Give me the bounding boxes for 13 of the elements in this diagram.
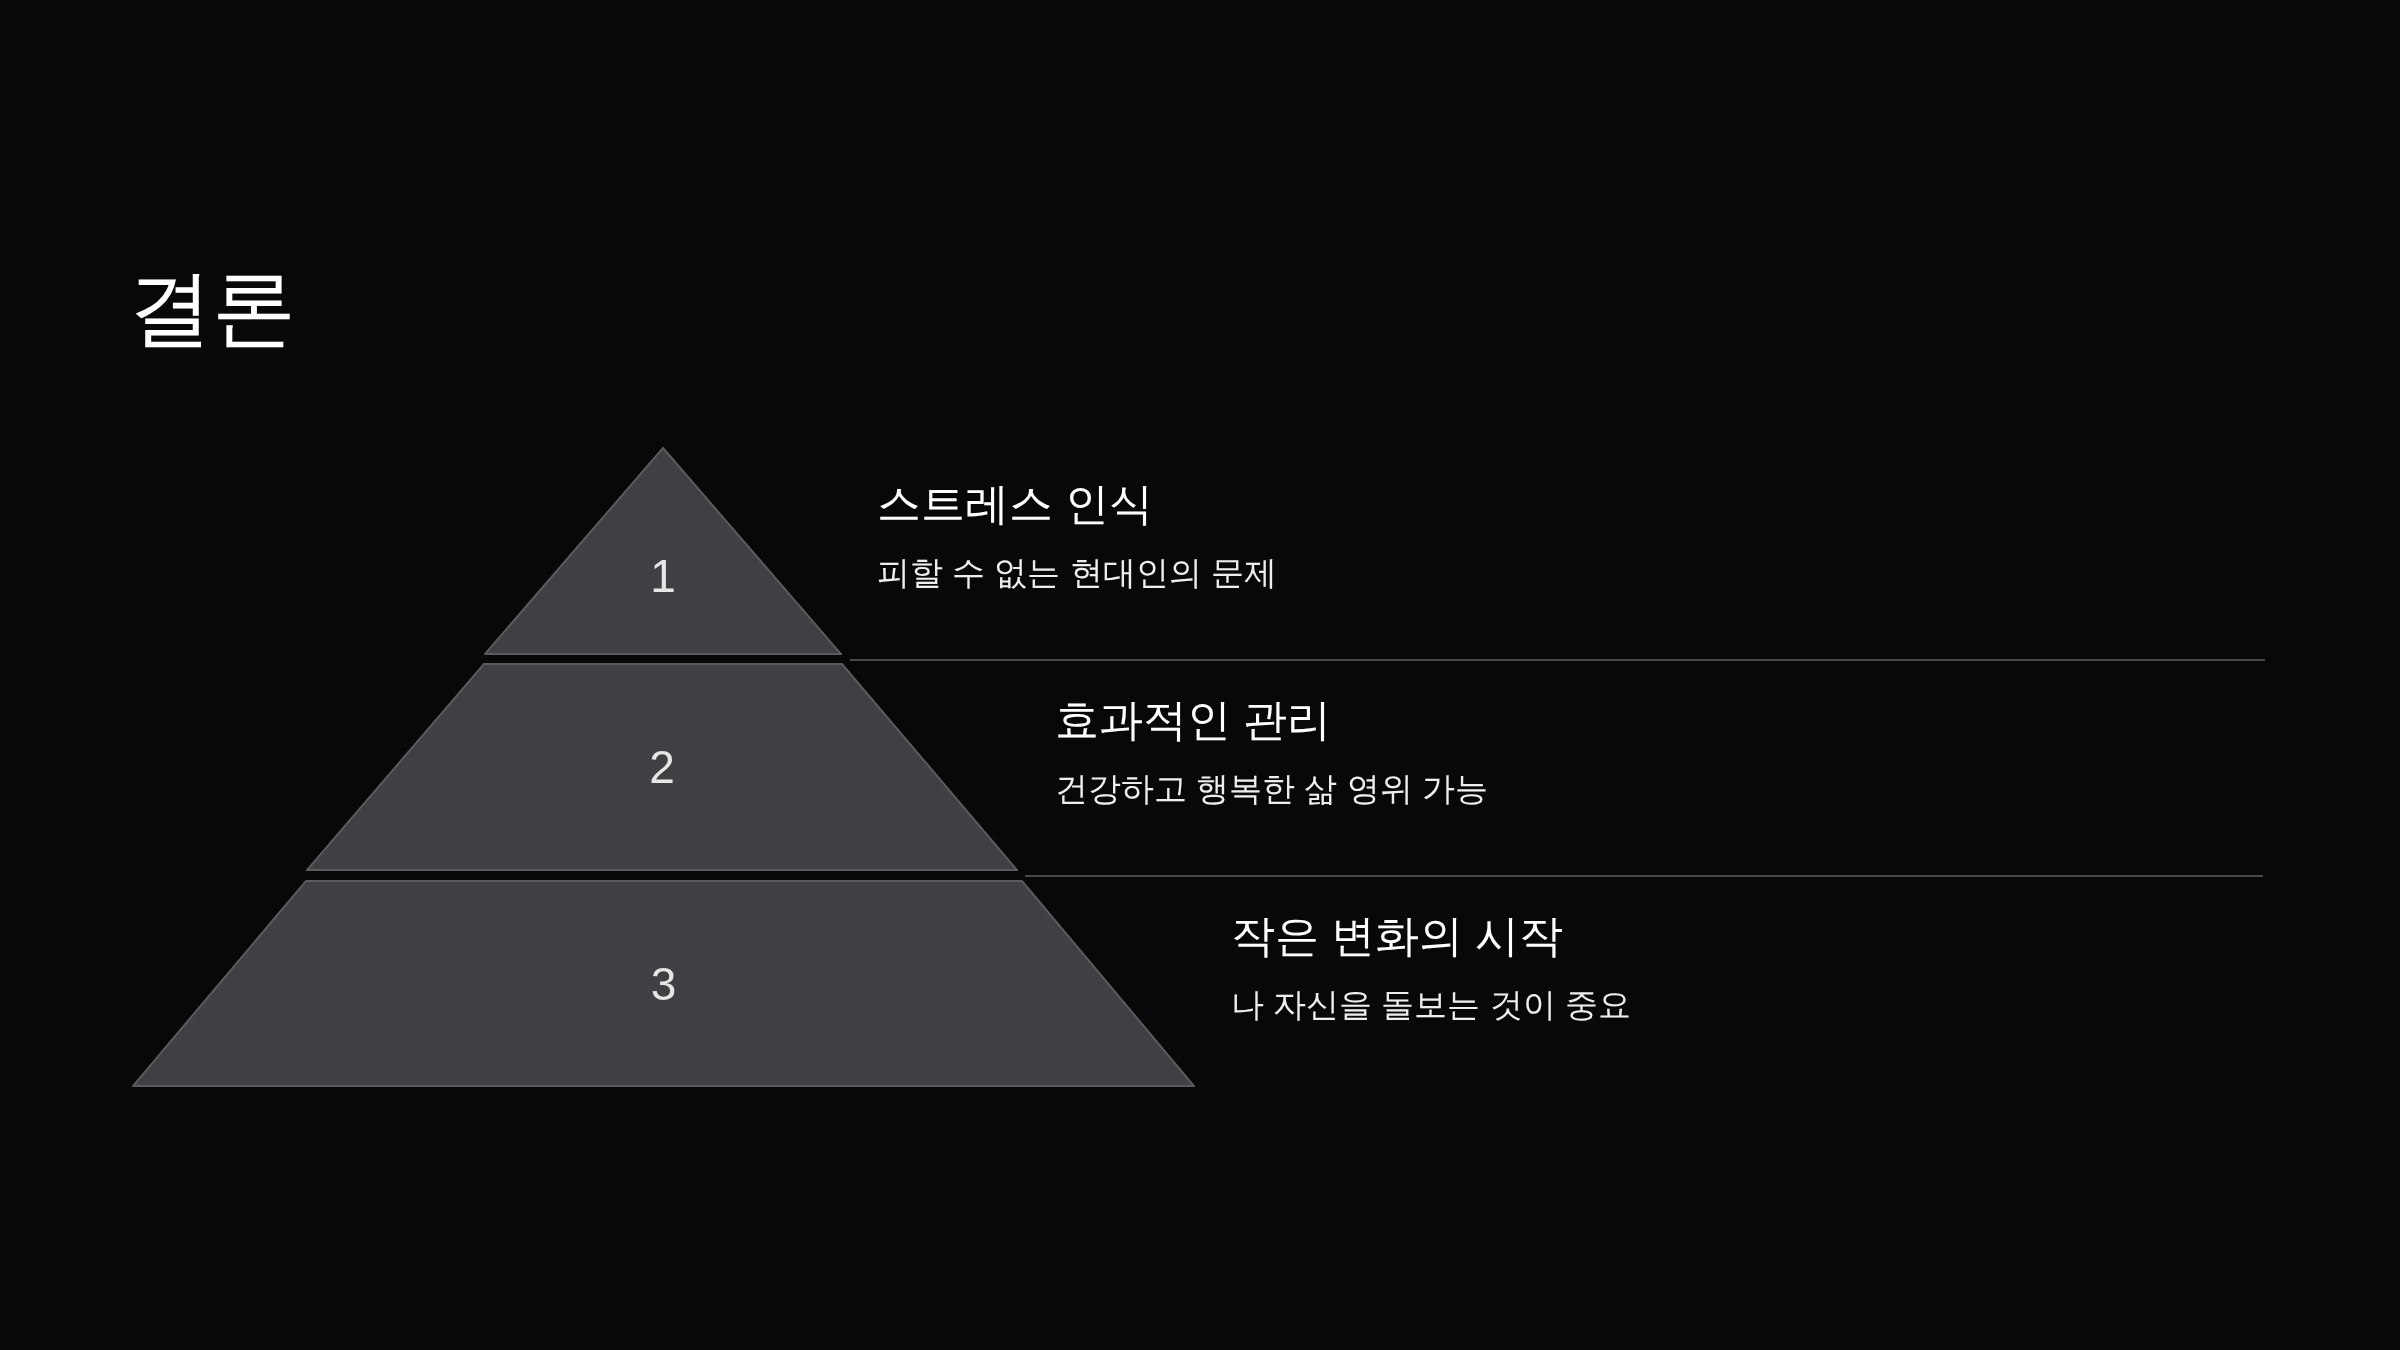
tier-description: 나 자신을 돌보는 것이 중요 xyxy=(1231,984,1631,1025)
tier-description: 건강하고 행복한 삶 영위 가능 xyxy=(1055,768,1488,809)
slide-title: 결론 xyxy=(128,260,296,357)
tier-heading: 효과적인 관리 xyxy=(1055,694,1333,746)
tier-heading: 작은 변화의 시작 xyxy=(1231,910,1565,962)
tier-description: 피할 수 없는 현대인의 문제 xyxy=(877,552,1277,593)
pyramid-tier xyxy=(132,880,1195,1087)
pyramid-tier xyxy=(306,663,1018,871)
tier-number: 1 xyxy=(650,553,676,599)
pyramid-triangle xyxy=(484,447,842,655)
tier-heading: 스트레스 인식 xyxy=(877,478,1155,530)
tier-number: 3 xyxy=(650,960,677,1007)
tier-number: 2 xyxy=(649,744,675,790)
